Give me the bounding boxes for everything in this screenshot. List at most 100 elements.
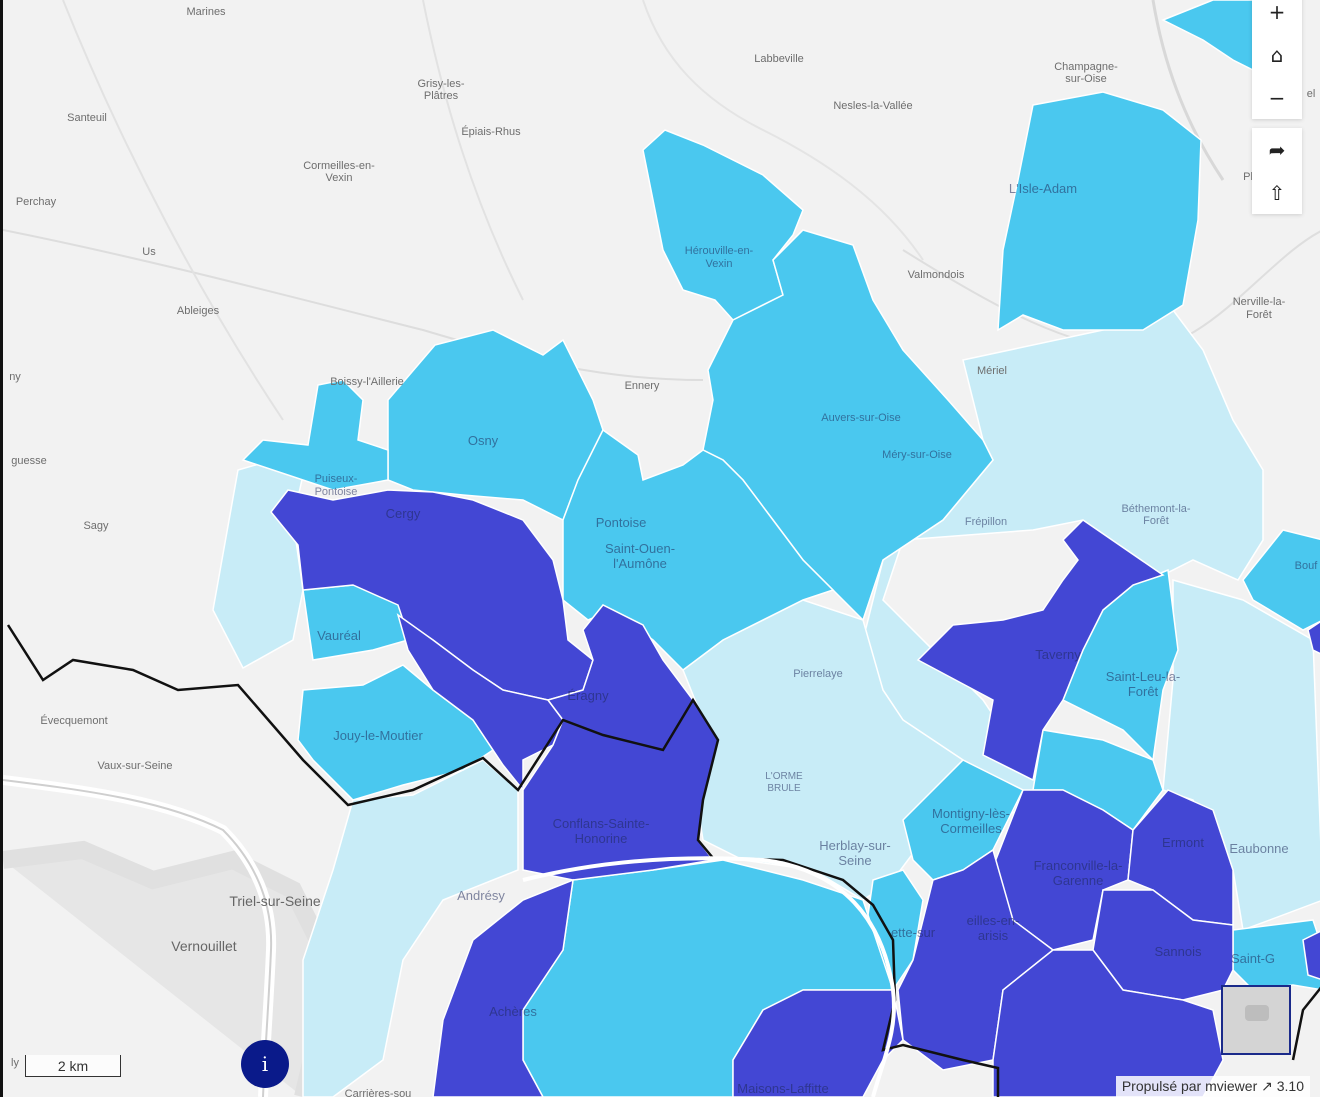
- commune-label: eilles-en-: [967, 913, 1020, 928]
- commune-label: Honorine: [575, 831, 628, 846]
- place-label: Marines: [186, 6, 226, 18]
- place-label: Perchay: [16, 196, 57, 208]
- place-label: Champagne-: [1054, 61, 1118, 73]
- place-label: Cormeilles-en-: [303, 160, 375, 172]
- home-button[interactable]: ⌂: [1252, 33, 1302, 76]
- place-label: Ableiges: [177, 305, 220, 317]
- commune-label: Cormeilles: [940, 821, 1002, 836]
- commune-label: Puiseux-: [315, 473, 358, 485]
- commune-label: Achères: [489, 1004, 537, 1019]
- commune-label: Montigny-lès-: [932, 806, 1010, 821]
- zoom-in-button[interactable]: +: [1252, 0, 1302, 33]
- place-label: Vaux-sur-Seine: [98, 760, 173, 772]
- commune-label: Taverny: [1035, 647, 1081, 662]
- place-label: el: [1307, 88, 1316, 100]
- commune-label: Hérouville-en-: [685, 245, 754, 257]
- place-label: Nesles-la-Vallée: [833, 100, 912, 112]
- seine-river: [522, 856, 896, 1097]
- commune-label: Vexin: [706, 258, 733, 270]
- place-label: Forêt: [1246, 309, 1272, 321]
- commune-label: Vauréal: [317, 628, 361, 643]
- choropleth-medium-class: [241, 0, 1320, 1097]
- place-label: Carrières-sou: [345, 1088, 412, 1097]
- commune-area[interactable]: [432, 878, 574, 1097]
- commune-label: L'Isle-Adam: [1009, 181, 1077, 196]
- place-label: Vexin: [326, 172, 353, 184]
- commune-area[interactable]: [241, 379, 389, 491]
- commune-label: Pierrelaye: [793, 668, 843, 680]
- place-label: Labbeville: [754, 53, 804, 65]
- place-label: Sagy: [83, 520, 109, 532]
- commune-area[interactable]: [396, 613, 564, 793]
- place-label: Triel-sur-Seine: [229, 893, 320, 909]
- place-label: sur-Oise: [1065, 73, 1107, 85]
- commune-area[interactable]: [1242, 529, 1320, 631]
- commune-label: BRULE: [767, 783, 801, 794]
- choropleth-light-class: [212, 309, 1320, 1097]
- commune-label: Éragny: [567, 688, 609, 703]
- commune-labels: Hérouville-en- Vexin L'Isle-Adam Osny Au…: [315, 181, 1319, 1096]
- place-label: ny: [9, 371, 21, 383]
- tool-controls: ➦ ⇧: [1252, 128, 1302, 214]
- commune-label: Franconville-la-: [1034, 858, 1123, 873]
- commune-label: Béthemont-la-: [1121, 503, 1190, 515]
- commune-label: Garenne: [1053, 873, 1104, 888]
- commune-area[interactable]: [916, 519, 1165, 782]
- commune-label: Herblay-sur-: [819, 838, 891, 853]
- commune-label: Forêt: [1128, 684, 1159, 699]
- info-button[interactable]: i: [241, 1040, 289, 1088]
- commune-area[interactable]: [1232, 919, 1320, 991]
- place-label: Us: [142, 246, 156, 258]
- commune-label: Conflans-Sainte-: [553, 816, 650, 831]
- place-label: Épiais-Rhus: [461, 125, 521, 138]
- commune-label: Forêt: [1143, 515, 1169, 527]
- upload-button[interactable]: ⇧: [1252, 171, 1302, 214]
- map-canvas[interactable]: Marines Labbeville Champagne- sur-Oise G…: [3, 0, 1320, 1097]
- commune-label: Maisons-Laffitte: [737, 1081, 829, 1096]
- commune-label: Seine: [838, 853, 871, 868]
- zoom-out-button[interactable]: −: [1252, 76, 1302, 119]
- place-label: Santeuil: [67, 112, 107, 124]
- place-label: Évecquemont: [40, 714, 107, 727]
- commune-area[interactable]: [1307, 620, 1320, 655]
- place-label: Nerville-la-: [1233, 296, 1286, 308]
- commune-label: Bouf: [1295, 560, 1319, 572]
- place-label: ly: [11, 1057, 19, 1069]
- choropleth-dark-class: [270, 489, 1320, 1097]
- commune-label: Osny: [468, 433, 499, 448]
- commune-area[interactable]: [1302, 930, 1320, 980]
- commune-label: Frépillon: [965, 516, 1007, 528]
- commune-label: Saint-Ouen-: [605, 541, 675, 556]
- scale-bar: 2 km: [25, 1055, 121, 1077]
- commune-area[interactable]: [302, 759, 519, 1097]
- overview-map-button[interactable]: [1221, 985, 1291, 1055]
- commune-label: ette-sur: [891, 925, 936, 940]
- zoom-controls: + ⌂ −: [1252, 0, 1302, 119]
- commune-label: Jouy-le-Moutier: [333, 728, 423, 743]
- commune-label: Pontoise: [596, 515, 647, 530]
- commune-label: Pontoise: [315, 486, 358, 498]
- place-label: Boissy-l'Aillerie: [330, 376, 404, 388]
- place-label: Pl: [1243, 171, 1253, 183]
- commune-label: Auvers-sur-Oise: [821, 412, 900, 424]
- place-label: Plâtres: [424, 90, 459, 102]
- commune-area[interactable]: [1162, 579, 1320, 932]
- commune-label: Méry-sur-Oise: [882, 449, 952, 461]
- commune-label: Sannois: [1155, 944, 1202, 959]
- commune-label: Cergy: [386, 506, 421, 521]
- basemap-labels: Marines Labbeville Champagne- sur-Oise G…: [9, 6, 1315, 1097]
- commune-area[interactable]: [992, 949, 1224, 1097]
- commune-label: L'ORME: [765, 771, 803, 782]
- attribution-link[interactable]: Propulsé par mviewer ↗ 3.10: [1115, 1076, 1310, 1097]
- commune-label: l'Aumône: [613, 556, 667, 571]
- place-label: Valmondois: [908, 269, 965, 281]
- commune-area[interactable]: [997, 91, 1202, 332]
- share-button[interactable]: ➦: [1252, 128, 1302, 171]
- commune-label: arisis: [978, 928, 1009, 943]
- overview-map-shape: [1245, 1005, 1269, 1021]
- place-label: Vernouillet: [171, 938, 236, 954]
- place-label: Mériel: [977, 365, 1007, 377]
- commune-label: Ermont: [1162, 835, 1204, 850]
- place-label: guesse: [11, 455, 46, 467]
